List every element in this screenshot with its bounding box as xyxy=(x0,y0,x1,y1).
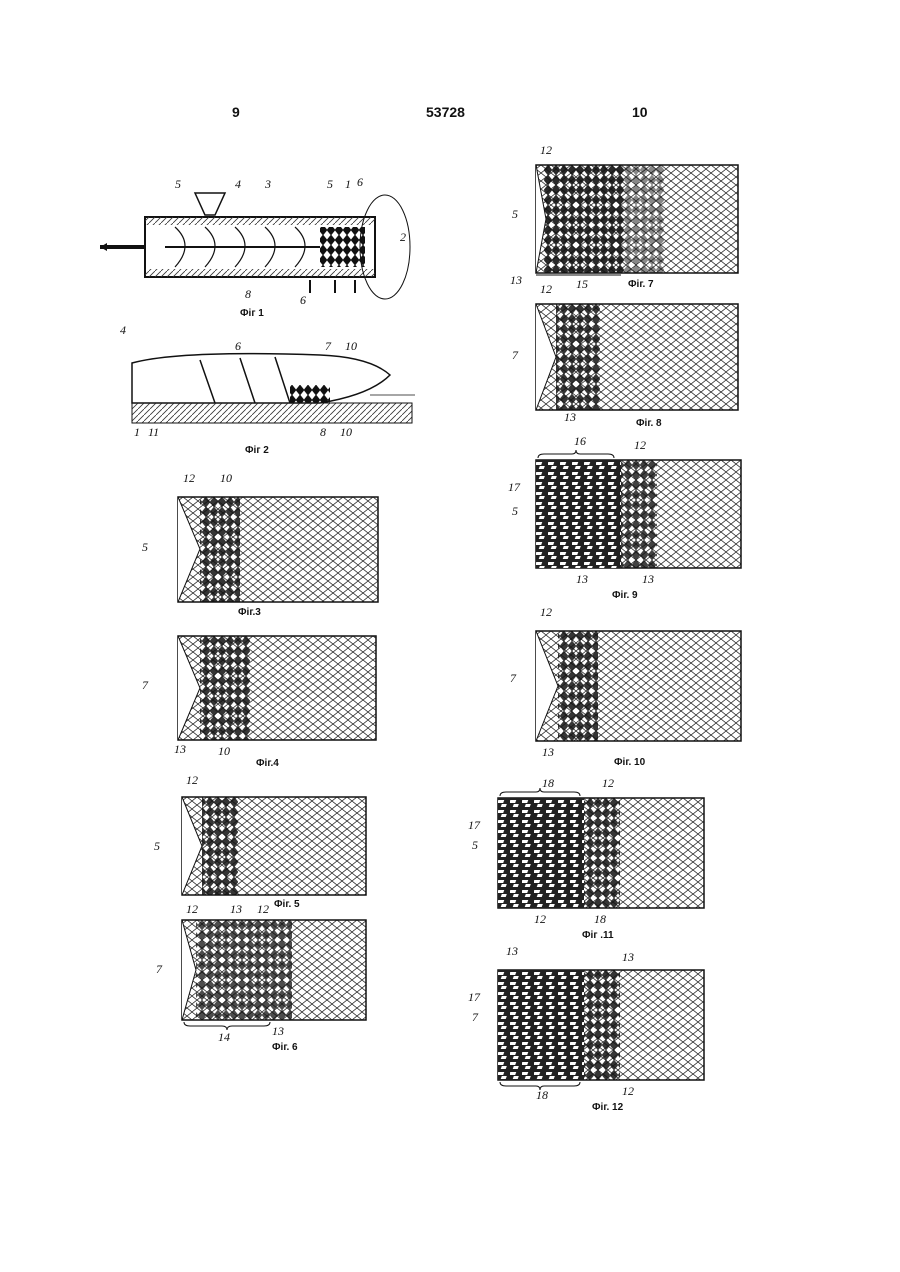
fig1-label: 3 xyxy=(265,177,271,192)
fig3-label: 10 xyxy=(220,471,232,486)
fig8-caption: Фіг. 8 xyxy=(636,418,662,429)
fig2-label: 7 xyxy=(325,339,331,354)
fig1-label: 6 xyxy=(357,175,363,190)
mesh-panel xyxy=(536,631,741,741)
mesh-panel xyxy=(498,970,704,1080)
fig11-label: 5 xyxy=(472,838,478,853)
fig12-label: 18 xyxy=(536,1088,548,1103)
fig2-label: 1 xyxy=(134,425,140,440)
fig7-label: 12 xyxy=(540,143,552,158)
mesh-panel xyxy=(536,460,741,568)
mesh-panel xyxy=(182,920,366,1020)
fig2-label: 4 xyxy=(120,323,126,338)
fig2-label: 8 xyxy=(320,425,326,440)
fig2-label: 6 xyxy=(235,339,241,354)
fig1-label: 8 xyxy=(245,287,251,302)
mesh-panel xyxy=(536,165,738,273)
fig7-label: 13 xyxy=(510,273,522,288)
fig7-caption: Фіг. 7 xyxy=(628,279,654,290)
left-page-number: 9 xyxy=(232,104,240,120)
fig10-caption: Фіг. 10 xyxy=(614,757,645,768)
fig11-label: 12 xyxy=(534,912,546,927)
fig3-label: 5 xyxy=(142,540,148,555)
fig2-caption: Фіг 2 xyxy=(245,445,269,456)
fig9-label: 12 xyxy=(634,438,646,453)
fig11-label: 12 xyxy=(602,776,614,791)
fig7-label: 15 xyxy=(576,277,588,292)
fig5-label: 5 xyxy=(154,839,160,854)
fig6-label: 14 xyxy=(218,1030,230,1045)
mesh-panel xyxy=(178,497,378,602)
extruder-drawing xyxy=(95,175,415,325)
fig5-caption: Фіг. 5 xyxy=(274,899,300,910)
fig3-caption: Фіг.3 xyxy=(238,607,261,618)
fig11-caption: Фіг .11 xyxy=(582,930,614,941)
fig9-label: 5 xyxy=(512,504,518,519)
mesh-panel xyxy=(536,304,738,410)
fig1-label: 4 xyxy=(235,177,241,192)
fig6-caption: Фіг. 6 xyxy=(272,1042,298,1053)
fig6-label: 12 xyxy=(186,902,198,917)
figure-8: 12 7 13 Фіг. 8 xyxy=(536,304,738,410)
right-page-number: 10 xyxy=(632,104,648,120)
fig1-caption: Фіг 1 xyxy=(240,308,264,319)
fig4-caption: Фіг.4 xyxy=(256,758,279,769)
fig4-label: 7 xyxy=(142,678,148,693)
figure-3: 12 10 5 Фіг.3 xyxy=(178,497,378,602)
fig8-label: 7 xyxy=(512,348,518,363)
fig1-label: 5 xyxy=(175,177,181,192)
fig6-label: 7 xyxy=(156,962,162,977)
fig2-label: 11 xyxy=(148,425,159,440)
fig1-label: 6 xyxy=(300,293,306,308)
mesh-panel xyxy=(178,636,376,740)
figure-7: 12 5 13 15 Фіг. 7 xyxy=(536,165,738,273)
fig7-label: 5 xyxy=(512,207,518,222)
fig5-label: 12 xyxy=(186,773,198,788)
fig8-label: 12 xyxy=(540,282,552,297)
fig9-label: 13 xyxy=(576,572,588,587)
fig3-label: 12 xyxy=(183,471,195,486)
patent-number: 53728 xyxy=(426,104,465,120)
fig12-label: 12 xyxy=(622,1084,634,1099)
fig9-label: 13 xyxy=(642,572,654,587)
screw-tip-drawing xyxy=(120,325,420,455)
fig2-label: 10 xyxy=(340,425,352,440)
fig12-label: 7 xyxy=(472,1010,478,1025)
fig9-label: 16 xyxy=(574,434,586,449)
fig4-label: 13 xyxy=(174,742,186,757)
fig1-label: 2 xyxy=(400,230,406,245)
figure-9: 16 12 17 5 13 13 Фіг. 9 xyxy=(536,460,741,568)
fig11-label: 18 xyxy=(594,912,606,927)
fig8-label: 13 xyxy=(564,410,576,425)
fig6-label: 13 xyxy=(230,902,242,917)
figure-5: 12 5 Фіг. 5 xyxy=(182,797,366,895)
fig9-caption: Фіг. 9 xyxy=(612,590,638,601)
fig11-label: 17 xyxy=(468,818,480,833)
fig6-label: 12 xyxy=(257,902,269,917)
fig9-label: 17 xyxy=(508,480,520,495)
fig12-label: 13 xyxy=(622,950,634,965)
fig10-label: 7 xyxy=(510,671,516,686)
figure-2: 4 6 7 10 1 11 8 10 Фіг 2 xyxy=(120,325,420,455)
figure-12: 13 13 17 7 18 12 Фіг. 12 xyxy=(498,970,704,1080)
fig10-label: 13 xyxy=(542,745,554,760)
fig4-label: 10 xyxy=(218,744,230,759)
fig10-label: 12 xyxy=(540,605,552,620)
fig1-label: 5 xyxy=(327,177,333,192)
fig2-label: 10 xyxy=(345,339,357,354)
fig6-label: 13 xyxy=(272,1024,284,1039)
figure-11: 18 12 17 5 12 18 Фіг .11 xyxy=(498,798,704,908)
fig1-label: 1 xyxy=(345,177,351,192)
figure-1: 5 4 3 5 1 6 2 6 8 Фіг 1 xyxy=(95,175,415,325)
mesh-panel xyxy=(498,798,704,908)
mesh-panel xyxy=(182,797,366,895)
figure-6: 12 13 12 7 14 13 Фіг. 6 xyxy=(182,920,366,1020)
fig12-caption: Фіг. 12 xyxy=(592,1102,623,1113)
figure-10: 12 7 13 Фіг. 10 xyxy=(536,631,741,741)
fig12-label: 17 xyxy=(468,990,480,1005)
fig11-label: 18 xyxy=(542,776,554,791)
figure-4: 7 13 10 Фіг.4 xyxy=(178,636,376,740)
fig12-label: 13 xyxy=(506,944,518,959)
